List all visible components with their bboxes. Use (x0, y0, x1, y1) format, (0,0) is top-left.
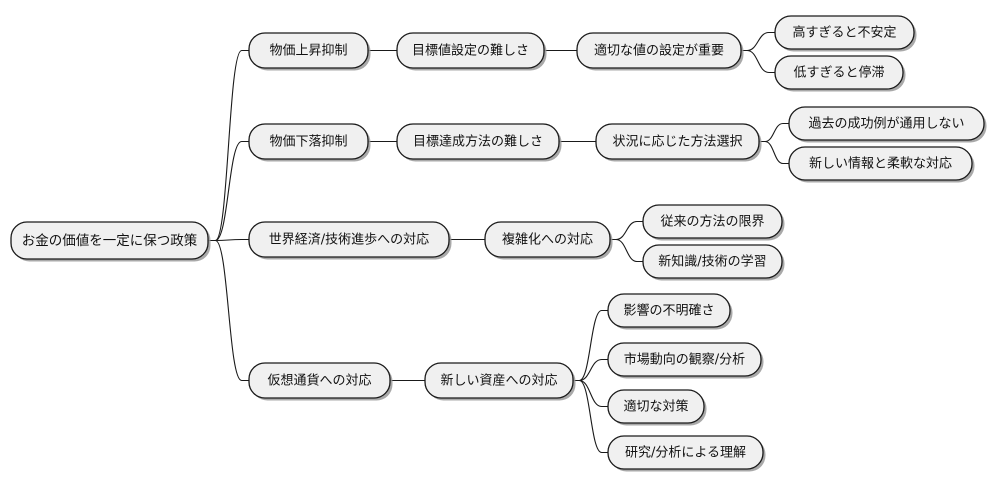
edge-b2c1a-to-b2l1 (758, 122, 790, 143)
node-box[interactable] (774, 55, 904, 90)
node-b1c1a[interactable]: 適切な値の設定が重要 (576, 32, 744, 71)
node-b2[interactable]: 物価下落抑制 (248, 123, 371, 162)
node-b1l1[interactable]: 高すぎると不安定 (774, 15, 917, 52)
node-b4l4[interactable]: 研究/分析による理解 (607, 435, 766, 472)
node-b4[interactable]: 仮想通貨への対応 (248, 362, 393, 401)
node-label: 物価下落抑制 (269, 135, 347, 150)
node-b3[interactable]: 世界経済/技術進歩への対応 (248, 221, 452, 260)
node-box[interactable] (576, 32, 742, 69)
edge-root-to-b1 (207, 49, 250, 242)
edge-b4c1-to-b4l1 (572, 309, 609, 382)
nodes-layer: お金の価値を一定に保つ政策 物価上昇抑制 目標値設定の難しさ 適切な値の設定が重要 高す… (10, 15, 987, 472)
edge-b4c1-to-b4l2 (572, 358, 609, 382)
node-label: 複雑化への対応 (502, 232, 593, 248)
node-box[interactable] (607, 435, 764, 470)
node-box[interactable] (424, 362, 574, 399)
node-b2l2[interactable]: 新しい情報と柔軟な対応 (788, 146, 975, 183)
node-label: 目標値設定の難しさ (412, 43, 529, 59)
node-box[interactable] (642, 204, 783, 239)
node-box[interactable] (248, 123, 369, 160)
edge-b3c1-to-b3l1 (609, 220, 644, 241)
node-label: 過去の成功例が通用しない (808, 117, 964, 132)
node-box[interactable] (774, 15, 915, 50)
node-b2l1[interactable]: 過去の成功例が通用しない (788, 106, 987, 143)
edge-b3c1-to-b3l2 (609, 238, 644, 263)
node-label: 従来の方法の限界 (660, 214, 764, 230)
node-b4l2[interactable]: 市場動向の観察/分析 (607, 342, 764, 379)
node-box[interactable] (595, 123, 760, 160)
node-box[interactable] (248, 221, 450, 258)
node-box[interactable] (248, 32, 369, 69)
node-label: 目標達成方法の難しさ (413, 134, 543, 150)
node-box[interactable] (607, 342, 762, 377)
node-b1[interactable]: 物価上昇抑制 (248, 32, 371, 71)
node-label: 仮想通貨への対応 (267, 373, 371, 389)
node-b3l1[interactable]: 従来の方法の限界 (642, 204, 785, 241)
node-b4l3[interactable]: 適切な対策 (607, 389, 707, 426)
node-box[interactable] (10, 221, 209, 260)
edge-root-to-b4 (207, 239, 250, 382)
node-label: 適切な対策 (623, 399, 688, 415)
node-label: 適切な値の設定が重要 (594, 43, 724, 59)
node-box[interactable] (642, 244, 783, 279)
node-label: 研究/分析による理解 (625, 446, 746, 461)
node-box[interactable] (788, 106, 985, 141)
node-label: 状況に応じた方法選択 (612, 134, 742, 150)
node-label: 影響の不明確さ (623, 303, 714, 319)
node-b2c1[interactable]: 目標達成方法の難しさ (396, 123, 562, 162)
node-label: 市場動向の観察/分析 (624, 352, 745, 368)
node-label: 物価上昇抑制 (269, 44, 347, 59)
node-b4l1[interactable]: 影響の不明確さ (607, 293, 733, 330)
node-b1l2[interactable]: 低すぎると停滞 (774, 55, 906, 92)
node-label: 新知識/技術の学習 (658, 254, 766, 270)
edge-b4c1-to-b4l3 (572, 379, 609, 408)
node-box[interactable] (248, 362, 391, 399)
edge-b1c1a-to-b1l1 (740, 31, 776, 52)
node-label: 世界経済/技術進歩への対応 (269, 232, 429, 248)
node-box[interactable] (788, 146, 973, 181)
node-box[interactable] (607, 389, 705, 424)
node-b1c1[interactable]: 目標値設定の難しさ (396, 32, 547, 71)
edge-b1c1a-to-b1l2 (740, 49, 776, 74)
node-box[interactable] (607, 293, 731, 328)
node-b4c1[interactable]: 新しい資産への対応 (424, 362, 576, 401)
node-box[interactable] (396, 123, 560, 160)
node-label: 新しい情報と柔軟な対応 (809, 156, 952, 172)
edge-b4c1-to-b4l4 (572, 379, 609, 454)
node-label: お金の価値を一定に保つ政策 (22, 232, 198, 249)
node-box[interactable] (396, 32, 545, 69)
node-box[interactable] (484, 221, 611, 258)
node-label: 低すぎると停滞 (793, 65, 884, 81)
node-label: 新しい資産への対応 (440, 373, 557, 389)
edge-b2c1a-to-b2l2 (758, 140, 790, 165)
edges-layer (207, 31, 790, 454)
node-b3l2[interactable]: 新知識/技術の学習 (642, 244, 785, 281)
node-b3c1[interactable]: 複雑化への対応 (484, 221, 613, 260)
node-label: 高すぎると不安定 (792, 25, 896, 41)
root-node[interactable]: お金の価値を一定に保つ政策 (10, 221, 211, 262)
node-b2c1a[interactable]: 状況に応じた方法選択 (595, 123, 762, 162)
edge-root-to-b2 (207, 140, 250, 242)
